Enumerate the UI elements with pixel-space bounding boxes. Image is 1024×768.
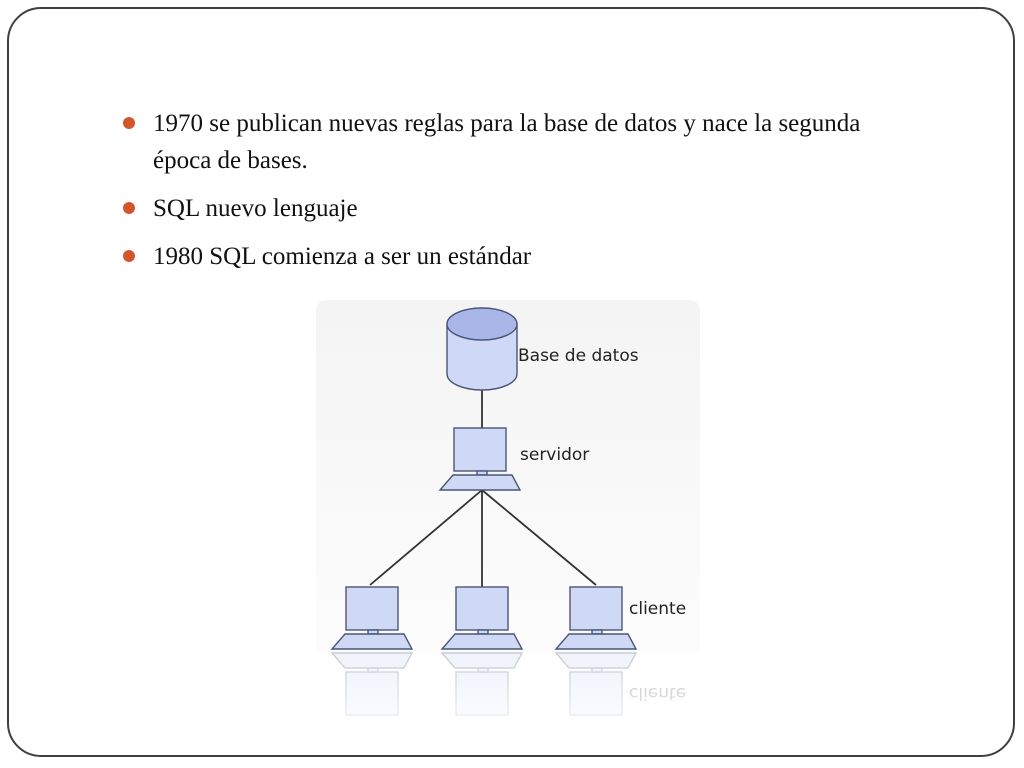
database-label: Base de datos xyxy=(518,346,639,366)
bullet-item: 1980 SQL comienza a ser un estándar xyxy=(117,238,917,275)
bullet-list: 1970 se publican nuevas reglas para la b… xyxy=(117,105,917,286)
bullet-text: 1980 SQL comienza a ser un estándar xyxy=(153,243,532,270)
reflection-fade xyxy=(316,652,700,752)
client-computer-icon xyxy=(554,586,638,650)
connector-lines xyxy=(369,390,597,587)
server-icon xyxy=(438,427,522,491)
server-client-right-link xyxy=(481,489,597,586)
bullet-dot-icon xyxy=(123,117,135,129)
bullet-item: SQL nuevo lenguaje xyxy=(117,190,917,227)
client-label: cliente xyxy=(629,599,686,619)
bullet-text: SQL nuevo lenguaje xyxy=(153,195,358,222)
server-label: servidor xyxy=(520,445,589,465)
bullet-item: 1970 se publican nuevas reglas para la b… xyxy=(117,105,917,179)
database-icon xyxy=(446,307,518,391)
server-client-left-link xyxy=(369,489,483,586)
client-server-diagram: Base de datos servidor cliente xyxy=(316,300,700,752)
client-computer-icon xyxy=(440,586,524,650)
bullet-dot-icon xyxy=(123,202,135,214)
bullet-dot-icon xyxy=(123,250,135,262)
client-computer-icon xyxy=(330,586,414,650)
bullet-text: 1970 se publican nuevas reglas para la b… xyxy=(153,110,861,174)
